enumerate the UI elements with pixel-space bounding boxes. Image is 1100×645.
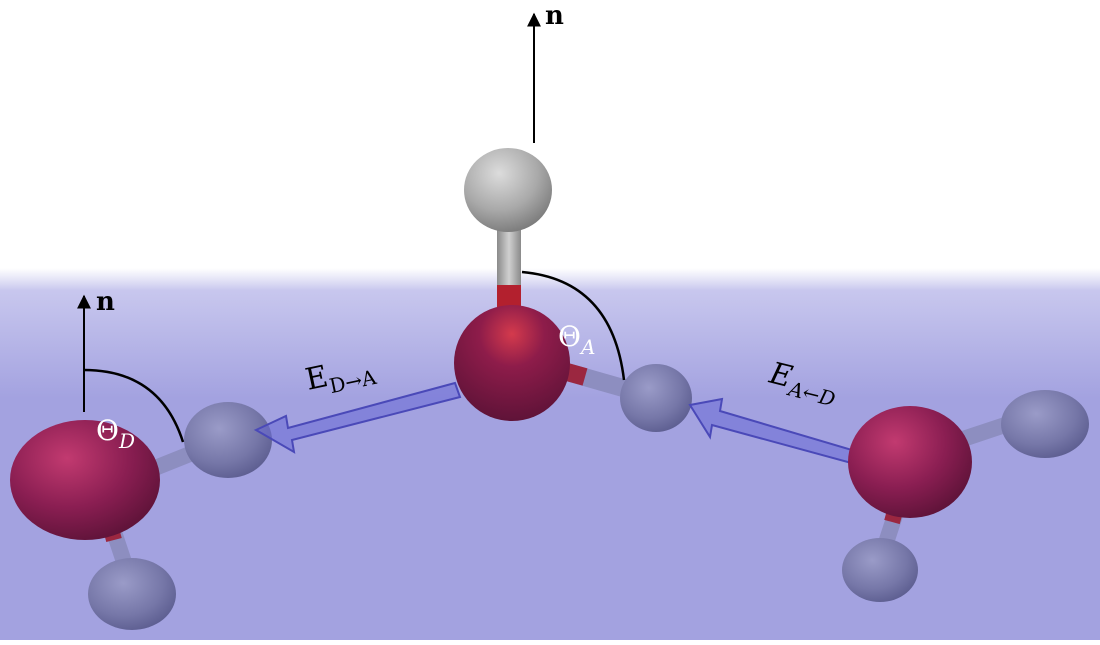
theta-d-main: Θ	[96, 414, 119, 447]
oxygen-left	[10, 420, 160, 540]
oxygen-central	[454, 305, 570, 421]
hydrogen-left-donated	[184, 402, 272, 478]
arrow-e-d-to-a	[253, 381, 462, 454]
normal-label-left: n	[96, 287, 115, 317]
hydrogen-left-lower	[88, 558, 176, 630]
hydrogen-right-upper	[1001, 390, 1089, 458]
theta-a-main: Θ	[558, 320, 581, 353]
hydrogen-central-right	[620, 364, 692, 432]
theta-d-sub: D	[118, 429, 135, 453]
theta-a-label: ΘA	[558, 320, 595, 359]
theta-a-sub: A	[579, 335, 595, 359]
normal-label-top: n	[545, 1, 564, 31]
theta-d-label: ΘD	[96, 414, 135, 453]
arrow-e-a-from-d	[688, 397, 857, 466]
hydrogen-central-top	[464, 148, 552, 232]
hydrogen-right-lower	[842, 538, 918, 602]
angle-arc-theta-a	[521, 270, 626, 381]
angle-arc-theta-d	[83, 368, 185, 443]
oxygen-right	[848, 406, 972, 518]
